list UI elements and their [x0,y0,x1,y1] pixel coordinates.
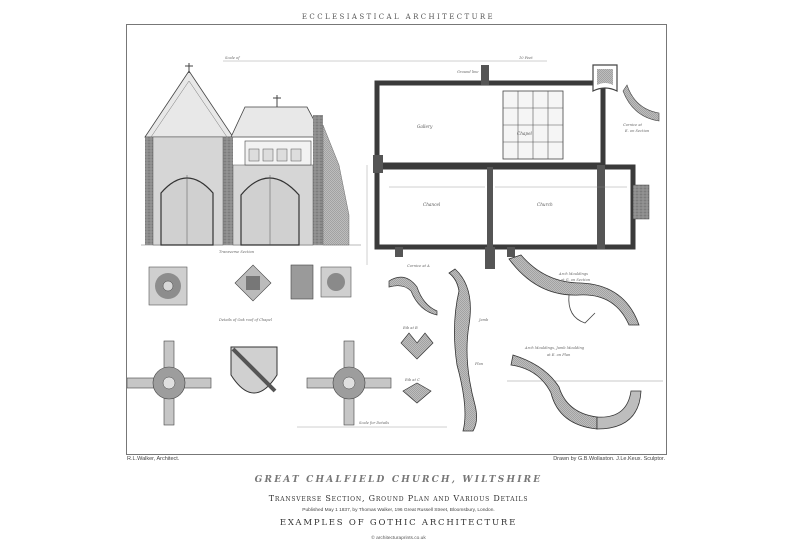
room-gallery-label: Gallery [417,124,433,129]
room-chancel-label: Chancel [423,202,441,207]
series-title: EXAMPLES OF GOTHIC ARCHITECTURE [279,518,518,528]
publication-line: Published May 1 1837, by Thomas Walker, … [302,508,495,513]
arch-mouldings-a-label: Arch Mouldings [558,272,588,276]
ground-line-label: Ground line [457,70,479,74]
plate-subtitle: Transverse Section, Ground Plan and Vari… [268,494,529,503]
arch-mouldings-b2-label: at E. on Plan [547,353,571,357]
arch-mouldings: Arch Mouldings at G. on Section Arch Mou… [474,254,663,430]
jamb-label: Jamb [478,318,489,322]
plan-label: Plan [474,362,484,366]
architect-credit: R.L.Walker, Architect. [127,456,180,462]
details-scale-label: Scale for Details [359,421,389,425]
details-caption: Details of Oak roof of Chapel [218,318,272,322]
engraving-frame: Scale of 10 Feet Tr [126,24,667,455]
roof-bosses: Details of Oak roof of Chapel [148,264,352,322]
arch-mouldings-b-label: Arch Mouldings, Jamb Moulding [524,346,585,350]
cornice-label-a2: E. on Section [624,129,650,133]
feet-label: 10 Feet [519,56,533,60]
engraving-drawing: Scale of 10 Feet Tr [127,56,663,432]
arch-mouldings-a2-label: at G. on Section [561,278,591,282]
details-scale-bar: Scale for Details [297,421,447,428]
room-chapel-upper-label: Chapel [517,131,533,136]
transverse-section: Transverse Section [141,63,361,254]
plate-header: ECCLESIASTICAL ARCHITECTURE [301,13,496,21]
cornice-label-b: Cornice at A [407,264,430,268]
rib-crossings [127,340,392,426]
room-church-label: Church [537,202,553,207]
rib-label-b: Rib at C [404,378,420,382]
moulding-profiles: Cornice at A Rib at B Rib at C Jamb [388,264,489,432]
cornice-label-a: Cornice at [623,123,643,127]
scale-label: Scale of [225,56,240,60]
engraver-credit: Drawn by G.B.Wollaston. J.Le.Keux. Sculp… [553,456,665,462]
ground-plan: Ground line Gallery Chapel Chancel Churc… [366,65,650,269]
watermark: © architecturaprints.co.uk [371,536,426,541]
transverse-section-label: Transverse Section [219,250,255,254]
cornice-detail-upper: Cornice at E. on Section [592,64,660,133]
plate-title: GREAT CHALFIELD CHURCH, WILTSHIRE [254,475,543,485]
plan-scale-bar: Scale of 10 Feet [223,56,547,62]
rib-label-a: Rib at B [402,326,418,330]
